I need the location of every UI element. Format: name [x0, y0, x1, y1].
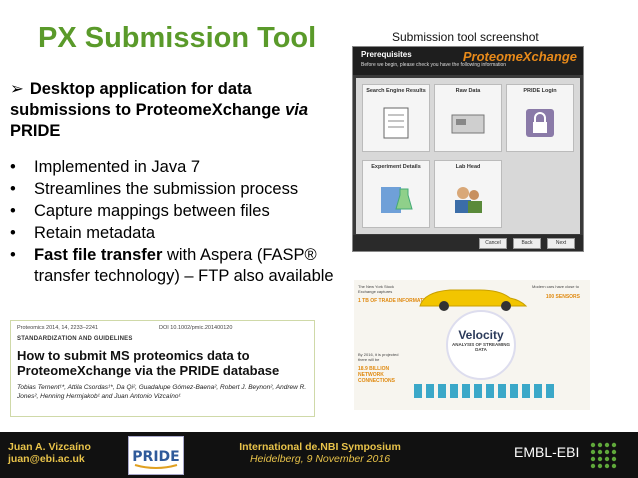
embl-ebi-label: EMBL-EBI: [514, 444, 580, 460]
tool-header: Prerequisites Before we begin, please ch…: [353, 47, 583, 75]
proteomexchange-logo: ProteomeXchange: [462, 49, 577, 64]
list-item: Fast file transfer with Aspera (FASP® tr…: [10, 245, 350, 287]
info-note: By 2016, it is projected there will be: [358, 352, 399, 362]
tile-label: Search Engine Results: [366, 88, 426, 94]
presenter-info: Juan A. Vizcaíno juan@ebi.ac.uk: [8, 441, 91, 465]
info-value: 1 TB OF TRADE INFORMATION: [358, 298, 433, 304]
next-button[interactable]: Next: [547, 238, 575, 249]
lead-text-via: via: [285, 101, 308, 119]
info-note: Modern cars have close to: [532, 284, 579, 289]
document-icon: [383, 107, 409, 139]
list-item: Streamlines the submission process: [10, 179, 350, 200]
embl-ebi-logo-icon: [590, 442, 617, 469]
tool-header-subtitle: Before we begin, please check you have t…: [361, 62, 507, 68]
list-item-text: Implemented in Java 7: [34, 158, 201, 176]
tool-tiles-area: Search Engine Results Raw Data PRIDE Log…: [356, 78, 580, 234]
lead-text-1: Desktop application for data submissions…: [10, 80, 286, 119]
submission-tool-screenshot: Prerequisites Before we begin, please ch…: [352, 46, 584, 252]
tile-raw-data[interactable]: Raw Data: [434, 84, 502, 152]
slide-content: ➢Desktop application for data submission…: [10, 79, 350, 288]
list-item: Capture mappings between files: [10, 201, 350, 222]
event-info: International de.NBI Symposium Heidelber…: [200, 441, 440, 465]
feature-list: Implemented in Java 7 Streamlines the su…: [10, 157, 350, 287]
event-name: International de.NBI Symposium: [239, 441, 401, 453]
devices-icon: [414, 384, 554, 398]
list-item-text: Streamlines the submission process: [34, 180, 299, 198]
velocity-infographic: The New York Stock Exchange captures 1 T…: [354, 280, 590, 410]
tile-label: Raw Data: [455, 88, 481, 94]
info-note: The New York Stock Exchange captures: [358, 284, 395, 294]
tile-search-engine-results[interactable]: Search Engine Results: [362, 84, 430, 152]
cancel-button[interactable]: Cancel: [479, 238, 507, 249]
list-item-bold: Fast file transfer: [34, 246, 163, 264]
paper-doi: DOI 10.1002/pmic.201400120: [159, 325, 233, 331]
tile-experiment-details[interactable]: Experiment Details: [362, 160, 430, 228]
slide-footer: Juan A. Vizcaíno juan@ebi.ac.uk Internat…: [0, 432, 638, 478]
instrument-icon: [451, 114, 485, 134]
people-icon: [455, 187, 482, 213]
back-button[interactable]: Back: [513, 238, 541, 249]
screenshot-caption: Submission tool screenshot: [392, 30, 539, 44]
paper-title: How to submit MS proteomics data to Prot…: [17, 348, 280, 378]
slide-title: PX Submission Tool: [38, 22, 317, 54]
car-icon: [419, 289, 528, 311]
svg-text:PRIDE: PRIDE: [132, 449, 179, 465]
tile-label: Experiment Details: [371, 164, 421, 170]
presenter-name: Juan A. Vizcaíno: [8, 441, 91, 453]
lead-point: ➢Desktop application for data submission…: [10, 79, 350, 142]
list-item: Retain metadata: [10, 223, 350, 244]
presenter-email: juan@ebi.ac.uk: [8, 453, 85, 465]
flask-icon: [381, 187, 413, 213]
velocity-badge: Velocity ANALYSIS OF STREAMING DATA: [446, 310, 516, 380]
arrow-bullet-icon: ➢: [10, 80, 24, 98]
info-value: 100 SENSORS: [545, 294, 580, 300]
event-place: Heidelberg, 9 November 2016: [249, 453, 391, 465]
list-item-text: Retain metadata: [34, 224, 156, 242]
list-item-text: Capture mappings between files: [34, 202, 270, 220]
lead-text-2: PRIDE: [10, 122, 61, 140]
tile-pride-login[interactable]: PRIDE Login: [506, 84, 574, 152]
tile-lab-head[interactable]: Lab Head: [434, 160, 502, 228]
tool-footer: Cancel Back Next: [353, 235, 583, 251]
paper-authors: Tobias Ternent¹*, Attila Csordas¹*, Da Q…: [17, 384, 307, 400]
info-value: 18.9 BILLION NETWORK CONNECTIONS: [358, 366, 395, 384]
paper-journal: Proteomics 2014, 14, 2233–2241: [17, 325, 99, 331]
pride-logo: PRIDE: [128, 436, 184, 475]
list-item: Implemented in Java 7: [10, 157, 350, 178]
paper-section: STANDARDIZATION AND GUIDELINES: [17, 336, 133, 342]
list-item-text: with Aspera (FASP® transfer technology) …: [34, 246, 334, 285]
tile-label: PRIDE Login: [523, 88, 557, 94]
lock-icon: [526, 109, 554, 137]
velocity-subtitle: ANALYSIS OF STREAMING DATA: [451, 342, 511, 352]
velocity-title: Velocity: [458, 328, 504, 342]
tool-header-title: Prerequisites: [361, 50, 412, 59]
paper-excerpt: Proteomics 2014, 14, 2233–2241 DOI 10.10…: [10, 320, 315, 417]
tile-label: Lab Head: [455, 164, 481, 170]
